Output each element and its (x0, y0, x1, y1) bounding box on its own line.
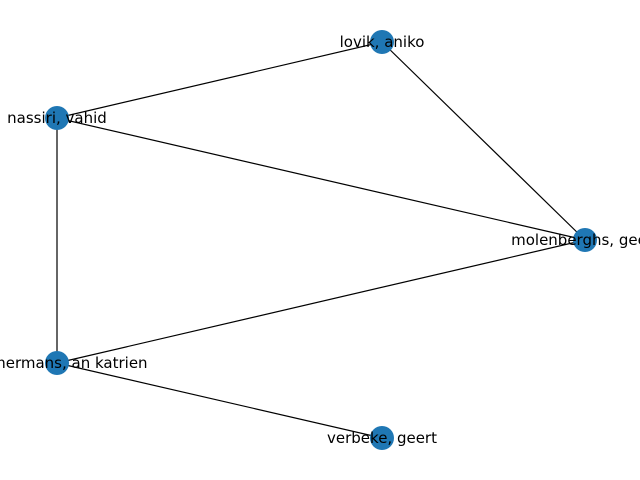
node-verbeke (370, 426, 394, 450)
node-molenberghs (573, 228, 597, 252)
node-label-lovik: lovik, aniko (340, 33, 425, 51)
node-layer (45, 30, 597, 450)
node-label-molenberghs: molenberghs, geert (511, 231, 640, 249)
node-label-timmermans: timmermans, an katrien (0, 354, 148, 372)
node-timmermans (45, 351, 69, 375)
edge-timmermans-verbeke (56, 362, 383, 439)
node-label-nassiri: nassiri, vahid (7, 109, 107, 127)
label-layer: lovik, aniko nassiri, vahid molenberghs, g… (0, 33, 640, 447)
edge-nassiri-lovik (56, 41, 383, 119)
node-label-verbeke: verbeke, geert (327, 429, 437, 447)
node-lovik (370, 30, 394, 54)
edge-timmermans-molenberghs (56, 239, 586, 364)
edge-layer (56, 41, 586, 439)
edge-nassiri-molenberghs (56, 117, 586, 241)
node-nassiri (45, 106, 69, 130)
edge-lovik-molenberghs (381, 41, 586, 241)
